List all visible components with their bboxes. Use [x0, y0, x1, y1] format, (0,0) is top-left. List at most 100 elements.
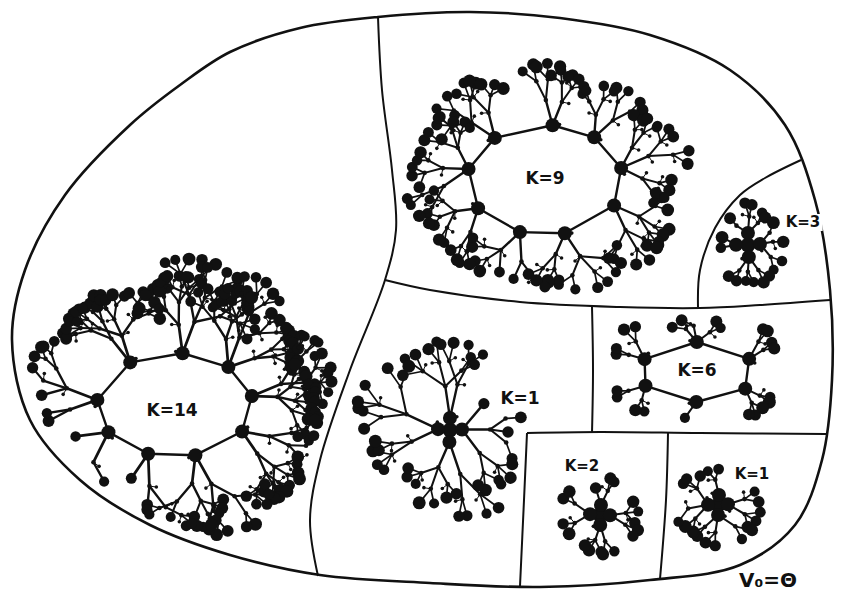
node-dot [420, 193, 425, 198]
node-dot [462, 162, 476, 176]
node-dot [286, 461, 291, 466]
node-dot [163, 505, 168, 510]
node-dot [398, 385, 403, 390]
node-dot [436, 465, 441, 470]
node-dot [481, 509, 491, 519]
node-dot [738, 382, 752, 396]
node-dot [611, 267, 621, 277]
node-dot [196, 277, 200, 281]
cluster-region: K=2 [529, 437, 663, 584]
branch-line [439, 362, 445, 386]
node-dot [750, 487, 760, 497]
node-dot [468, 230, 473, 235]
node-dot [422, 486, 426, 490]
node-dot [605, 489, 610, 494]
node-dot [304, 419, 308, 423]
node-dot [454, 499, 458, 503]
node-dot [463, 340, 473, 350]
node-dot [438, 214, 443, 219]
node-dot [513, 225, 527, 239]
node-dot [695, 486, 700, 491]
branch-line [97, 362, 130, 399]
node-dot [475, 78, 488, 91]
node-dot [768, 255, 773, 260]
node-dot [305, 413, 310, 418]
node-dot [734, 223, 739, 228]
node-dot [648, 198, 658, 208]
node-dot [570, 284, 580, 294]
branch-line [76, 330, 91, 334]
branch-line [480, 453, 484, 473]
branch-line [470, 100, 471, 123]
node-dot [421, 369, 426, 374]
node-dot [661, 204, 674, 217]
branch-line [457, 364, 468, 385]
node-dot [713, 477, 718, 482]
node-dot [608, 100, 612, 104]
node-dot [305, 453, 309, 457]
node-dot [729, 238, 743, 252]
node-dot [303, 390, 308, 395]
node-dot [296, 404, 300, 408]
node-dot [746, 269, 751, 274]
branch-line [56, 368, 66, 388]
node-dot [379, 415, 384, 420]
node-dot [504, 472, 516, 484]
node-dot [205, 299, 209, 303]
node-dot [476, 90, 480, 94]
node-dot [539, 282, 550, 293]
node-dot [402, 462, 414, 474]
node-dot [301, 385, 305, 389]
node-dot [190, 481, 195, 486]
node-dot [358, 423, 370, 435]
node-dot [112, 317, 117, 322]
node-dot [430, 361, 434, 365]
region-border [527, 432, 826, 434]
node-dot [610, 82, 622, 94]
branch-line [379, 405, 406, 415]
node-dot [90, 393, 104, 407]
node-dot [567, 102, 571, 106]
node-dot [667, 131, 679, 143]
branch-line [178, 302, 181, 325]
node-dot [274, 330, 279, 335]
node-dot [410, 349, 422, 361]
branch-line [648, 141, 660, 156]
node-dot [742, 497, 747, 502]
node-dot [460, 497, 465, 502]
node-dot [455, 145, 460, 150]
branch-line [596, 99, 604, 114]
node-dot [464, 249, 468, 253]
node-dot [565, 81, 569, 85]
node-dot [170, 255, 180, 265]
node-dot [161, 270, 173, 282]
node-dot [753, 496, 765, 508]
node-dot [279, 382, 284, 387]
node-dot [493, 470, 497, 474]
node-dot [73, 332, 78, 337]
node-dot [97, 326, 102, 331]
cluster-label: K=1 [733, 465, 772, 483]
node-dot [91, 322, 95, 326]
branch-line [255, 357, 274, 359]
node-dot [474, 498, 478, 502]
node-dot [297, 377, 302, 382]
node-dot [646, 154, 651, 159]
region-border [520, 433, 527, 586]
branch-line [572, 256, 580, 275]
node-dot [563, 485, 576, 498]
node-dot [560, 80, 565, 85]
node-dot [638, 352, 652, 366]
node-dot [185, 296, 196, 307]
node-dot [429, 185, 439, 195]
node-dot [49, 336, 60, 347]
node-dot [304, 443, 309, 448]
node-dot [601, 97, 606, 102]
node-dot [147, 484, 152, 489]
node-dot [241, 301, 246, 306]
node-dot [572, 521, 577, 526]
node-dot [290, 408, 295, 413]
node-dot [154, 312, 167, 325]
node-dot [453, 216, 457, 220]
